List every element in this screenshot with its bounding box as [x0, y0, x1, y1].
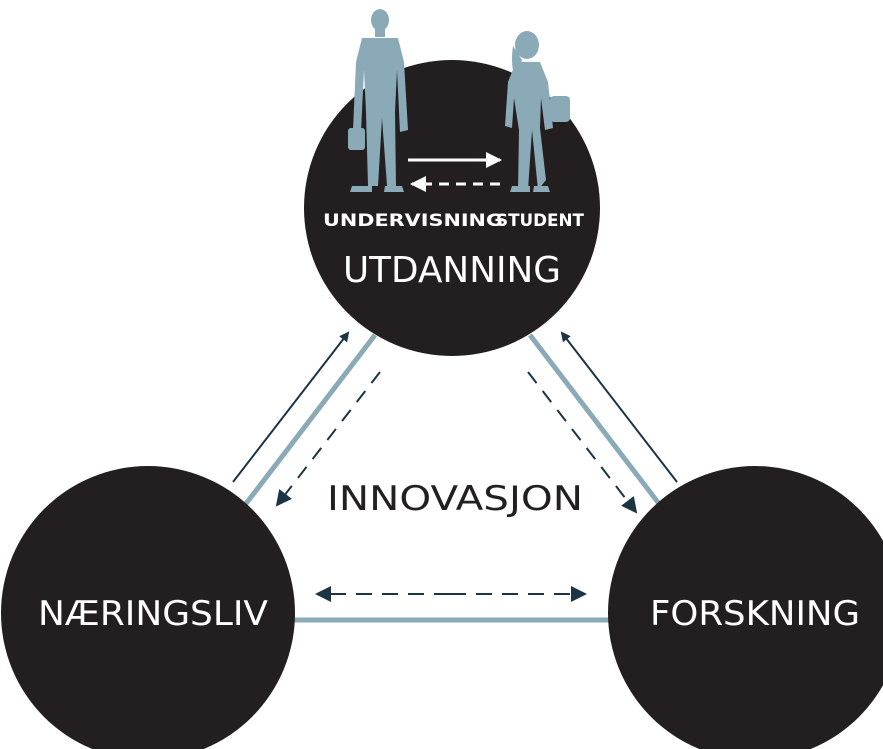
utdanning-label: UTDANNING — [343, 250, 561, 291]
student-silhouette-icon — [505, 31, 570, 192]
connector-utdanning-forskning — [528, 333, 662, 507]
innovasjon-label: INNOVASJON — [327, 479, 583, 519]
naeringsliv-circle — [1, 466, 295, 749]
arrow-naeringsliv-to-utdanning — [232, 331, 350, 483]
dashed-arrow-utdanning-to-forskning — [527, 371, 638, 514]
dashed-arrow-utdanning-to-naeringsliv — [275, 371, 381, 507]
naeringsliv-label: NÆRINGSLIV — [38, 594, 268, 634]
undervisning-label: UNDERVISNING — [323, 211, 503, 231]
student-label: STUDENT — [496, 211, 584, 231]
arrow-forskning-to-utdanning — [560, 331, 678, 483]
connector-utdanning-naeringsliv — [243, 333, 377, 507]
forskning-label: FORSKNING — [650, 594, 860, 634]
forskning-circle — [608, 466, 883, 749]
teacher-silhouette-icon — [348, 9, 408, 192]
